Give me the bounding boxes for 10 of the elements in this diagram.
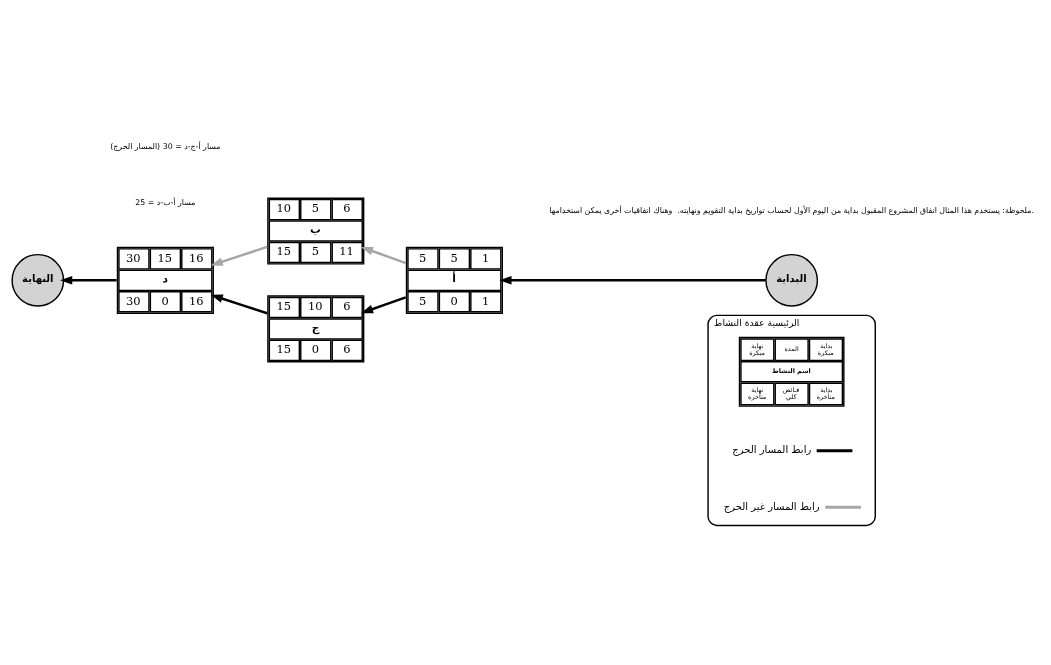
node-circle: النهاية: [11, 253, 65, 307]
node-circle: البداية: [765, 253, 819, 307]
legend-label: رابط المسار غير الحرج: [723, 500, 820, 512]
arrow: [360, 247, 407, 265]
arrow: [360, 296, 407, 314]
arrow: [210, 245, 268, 266]
arrow: [210, 294, 268, 315]
arrow: [60, 276, 117, 285]
arrow: [499, 276, 766, 285]
legend-label: رابط المسار الحرج: [732, 444, 812, 456]
